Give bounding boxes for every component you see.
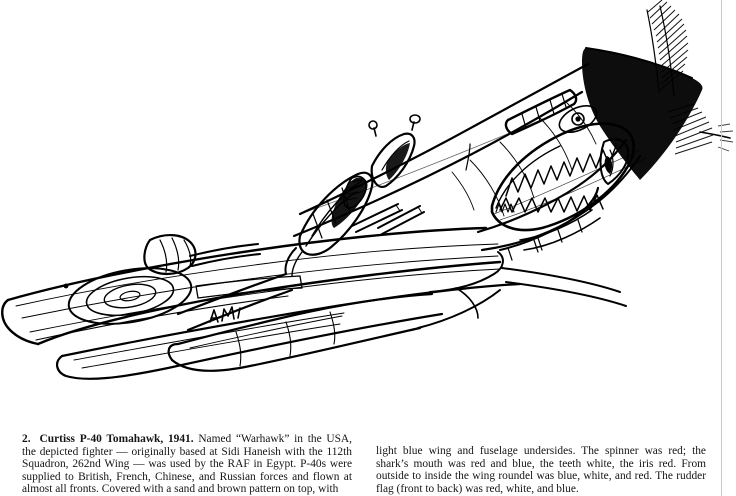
fuselage-group bbox=[292, 62, 647, 251]
page-gutter-rule bbox=[721, 0, 722, 496]
antenna-wire-group bbox=[299, 111, 561, 215]
caption-right-text: light blue wing and fuselage undersides.… bbox=[376, 445, 706, 495]
wing-roundel bbox=[67, 267, 193, 325]
shark-mouth bbox=[490, 122, 647, 232]
wing-group bbox=[1, 203, 627, 380]
caption-left-text: Named “Warhawk” in the USA, the depicted… bbox=[22, 433, 352, 496]
exhaust-stacks bbox=[504, 88, 578, 136]
shark-eye bbox=[558, 104, 598, 134]
tail-group bbox=[143, 234, 294, 332]
caption-number: 2. bbox=[22, 433, 31, 445]
canopy-cockpit-group bbox=[284, 114, 421, 277]
wing-gun-barrels bbox=[351, 203, 425, 235]
propeller-blur-group bbox=[582, 0, 734, 180]
tail-code-marking bbox=[209, 306, 241, 323]
pilot-figure bbox=[342, 175, 367, 209]
caption-headline: Curtiss P-40 Tomahawk, 1941. bbox=[39, 433, 194, 445]
rear-fuselage-undersurface-group bbox=[167, 143, 600, 372]
caption-block: 2. Curtiss P-40 Tomahawk, 1941. Named “Wa… bbox=[0, 424, 736, 496]
aircraft-illustration bbox=[1, 0, 734, 380]
caption-column-left: 2. Curtiss P-40 Tomahawk, 1941. Named “Wa… bbox=[22, 433, 352, 496]
caption-column-right: light blue wing and fuselage undersides.… bbox=[376, 445, 706, 495]
